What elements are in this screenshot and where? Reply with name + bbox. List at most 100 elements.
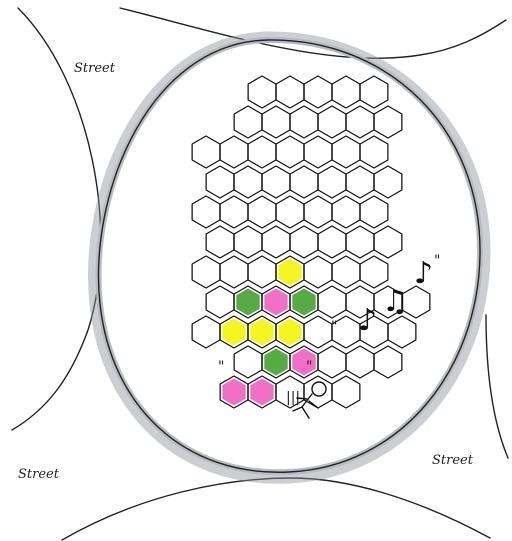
- hex-cell: [360, 136, 388, 168]
- hex-cell: [304, 256, 332, 288]
- hex-outline: [262, 226, 290, 258]
- hex-cell: [360, 196, 388, 228]
- hex-cell: [220, 316, 248, 348]
- hex-cell: [304, 76, 332, 108]
- hex-outline: [374, 106, 402, 138]
- hex-outline: [276, 136, 304, 168]
- hex-outline: [290, 166, 318, 198]
- hex-cell: [374, 166, 402, 198]
- music-note-2: ♫: [382, 284, 409, 319]
- hex-cell: [234, 286, 262, 318]
- hex-outline: [374, 166, 402, 198]
- hex-outline: [332, 256, 360, 288]
- hex-outline: [276, 76, 304, 108]
- hex-outline: [374, 346, 402, 378]
- street-label-top-left: Street: [74, 61, 116, 76]
- hex-cell: [290, 166, 318, 198]
- hex-outline: [318, 166, 346, 198]
- street-edge-top: [120, 8, 506, 58]
- hex-fill-green: [236, 289, 259, 316]
- hex-outline: [318, 226, 346, 258]
- street-label-bottom-left: Street: [18, 467, 60, 482]
- hex-cell: [276, 256, 304, 288]
- hex-outline: [332, 196, 360, 228]
- hex-cell: [262, 226, 290, 258]
- hex-outline: [192, 196, 220, 228]
- hex-cell: [276, 196, 304, 228]
- hex-fill-pink: [250, 379, 273, 406]
- hex-cell: [206, 166, 234, 198]
- hex-cell: [220, 136, 248, 168]
- hex-cell: [304, 136, 332, 168]
- hex-outline: [360, 76, 388, 108]
- hex-cell: [332, 376, 360, 408]
- hex-outline: [206, 286, 234, 318]
- hex-outline: [332, 376, 360, 408]
- hex-fill-pink: [264, 289, 287, 316]
- hex-outline: [276, 196, 304, 228]
- hex-fill-yellow: [222, 319, 245, 346]
- hex-outline: [346, 226, 374, 258]
- hex-cell: [290, 106, 318, 138]
- hex-outline: [248, 136, 276, 168]
- hex-outline: [234, 226, 262, 258]
- hex-outline: [360, 196, 388, 228]
- hex-fill-green: [264, 349, 287, 376]
- hex-outline: [290, 106, 318, 138]
- hex-outline: [318, 346, 346, 378]
- person-mark-left: ": [218, 359, 224, 375]
- hex-cell: [276, 316, 304, 348]
- hex-outline: [346, 106, 374, 138]
- hex-cell: [290, 226, 318, 258]
- hex-cell: [234, 106, 262, 138]
- hex-outline: [248, 256, 276, 288]
- hex-outline: [290, 226, 318, 258]
- hex-outline: [206, 166, 234, 198]
- music-note-3: ♪: [414, 256, 433, 291]
- person-legs: [293, 407, 309, 418]
- hex-outline: [304, 76, 332, 108]
- hex-cell: [206, 226, 234, 258]
- hex-outline: [262, 106, 290, 138]
- hex-cell: [234, 166, 262, 198]
- hex-cell: [290, 286, 318, 318]
- hex-cell: [276, 136, 304, 168]
- hex-outline: [304, 316, 332, 348]
- hex-outline: [262, 166, 290, 198]
- hex-cell: [318, 166, 346, 198]
- hex-outline: [248, 196, 276, 228]
- hex-outline: [346, 166, 374, 198]
- hex-outline: [346, 346, 374, 378]
- hex-outline: [318, 106, 346, 138]
- hex-cell: [346, 166, 374, 198]
- hex-cell: [248, 256, 276, 288]
- hex-cell: [248, 196, 276, 228]
- hex-cell: [220, 376, 248, 408]
- hex-outline: [234, 346, 262, 378]
- street-labels: Street Street Street: [18, 61, 474, 482]
- hex-fill-yellow: [250, 319, 273, 346]
- hex-outline: [192, 256, 220, 288]
- hex-cell: [192, 196, 220, 228]
- hex-cell: [304, 316, 332, 348]
- hex-outline: [304, 256, 332, 288]
- hex-cell: [346, 346, 374, 378]
- hex-cell: [332, 196, 360, 228]
- street-edge-bottom: [62, 478, 490, 540]
- music-note-1: ♪: [358, 303, 377, 338]
- hex-cell: [248, 136, 276, 168]
- hex-cell: [318, 106, 346, 138]
- hex-cell: [346, 226, 374, 258]
- hex-cell: [220, 256, 248, 288]
- hex-outline: [220, 196, 248, 228]
- hex-outline: [388, 316, 416, 348]
- hex-cell: [234, 346, 262, 378]
- hex-cell: [248, 316, 276, 348]
- hex-outline: [220, 256, 248, 288]
- hex-outline: [192, 136, 220, 168]
- person-head: [312, 382, 326, 396]
- hex-outline: [318, 286, 346, 318]
- hex-cell: [248, 76, 276, 108]
- hex-cell: [332, 76, 360, 108]
- hex-outline: [360, 136, 388, 168]
